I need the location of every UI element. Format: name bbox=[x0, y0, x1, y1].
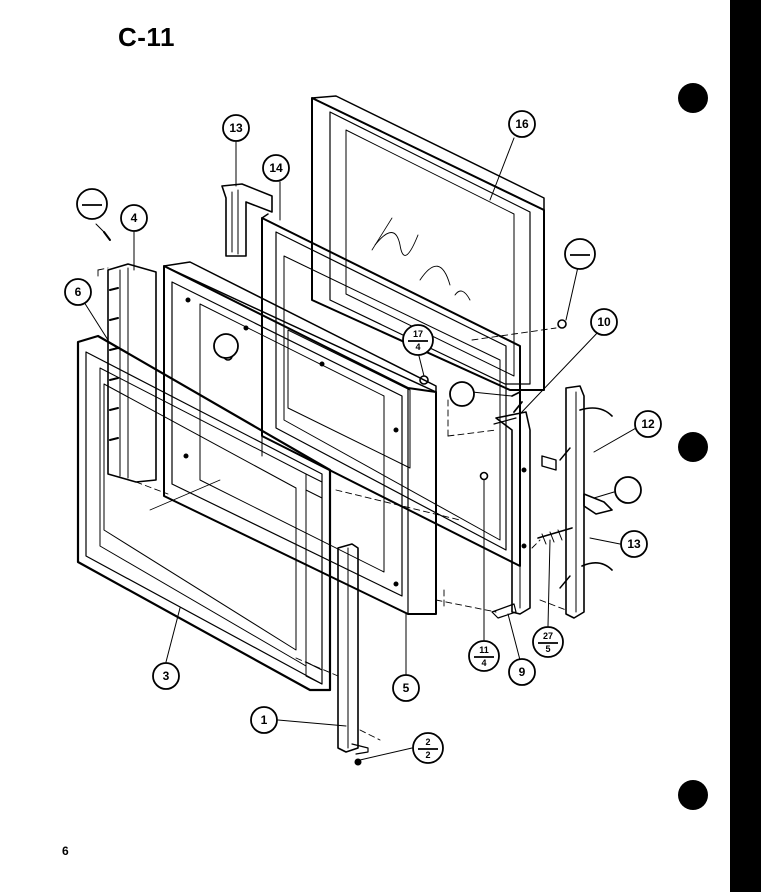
callout-26-a bbox=[213, 333, 239, 359]
part-24-pin bbox=[103, 231, 111, 241]
callout-4: 4 bbox=[120, 204, 148, 232]
callout-13: 13 bbox=[620, 530, 648, 558]
part-11-screw bbox=[479, 471, 489, 481]
page-title: C-11 bbox=[118, 22, 175, 52]
punch-hole-bottom bbox=[678, 780, 708, 810]
punch-hole-middle bbox=[678, 432, 708, 462]
part-27-screw bbox=[537, 527, 573, 545]
callout-9: 9 bbox=[508, 658, 536, 686]
svg-text:2: 2 bbox=[425, 737, 430, 747]
svg-text:17: 17 bbox=[413, 329, 423, 339]
svg-text:10: 10 bbox=[597, 315, 611, 329]
part-10-pin bbox=[513, 401, 523, 413]
callout-17-4 bbox=[564, 238, 596, 270]
part-21-glass-panel bbox=[311, 95, 545, 391]
part-15-bracket bbox=[221, 183, 273, 257]
callout-27-5: 275 bbox=[532, 626, 564, 658]
svg-text:5: 5 bbox=[545, 644, 550, 654]
svg-text:5: 5 bbox=[403, 681, 410, 695]
svg-text:9: 9 bbox=[519, 665, 526, 679]
part-3-front-door-frame bbox=[76, 334, 332, 692]
part-2-rivet bbox=[354, 758, 362, 766]
svg-text:1: 1 bbox=[261, 713, 268, 727]
svg-text:4: 4 bbox=[131, 211, 138, 225]
callout-3: 3 bbox=[152, 662, 180, 690]
callout-14: 12 bbox=[634, 410, 662, 438]
punch-hole-top bbox=[678, 83, 708, 113]
callout-10: 10 bbox=[590, 308, 618, 336]
callout-15: 13 bbox=[222, 114, 250, 142]
svg-text:12: 12 bbox=[641, 417, 655, 431]
part-4-hinge-strip bbox=[107, 263, 157, 483]
svg-text:2: 2 bbox=[425, 750, 430, 760]
callout-1: 1 bbox=[250, 706, 278, 734]
callout-24-5 bbox=[76, 188, 108, 220]
svg-text:13: 13 bbox=[627, 537, 641, 551]
svg-text:13: 13 bbox=[229, 121, 243, 135]
callout-21: 16 bbox=[508, 110, 536, 138]
part-26-screw-b bbox=[511, 391, 521, 397]
assembly-guide-lines bbox=[97, 267, 567, 741]
page-number: 6 bbox=[62, 844, 69, 858]
svg-text:27: 27 bbox=[543, 631, 553, 641]
svg-text:14: 14 bbox=[269, 161, 283, 175]
binding-edge-bar bbox=[730, 0, 761, 892]
callouts: 13 14 16 4 6 10 174 12 13 275 114 9 5 3 … bbox=[64, 110, 662, 764]
svg-text:6: 6 bbox=[75, 285, 82, 299]
part-5-door-chassis bbox=[163, 261, 437, 615]
callout-5: 5 bbox=[392, 674, 420, 702]
svg-text:4: 4 bbox=[481, 658, 486, 668]
callout-2-2: 22 bbox=[412, 732, 444, 764]
svg-text:3: 3 bbox=[163, 669, 170, 683]
svg-text:11: 11 bbox=[479, 645, 489, 655]
svg-text:4: 4 bbox=[415, 342, 420, 352]
callout-26-b bbox=[449, 381, 475, 407]
part-9-latch-body bbox=[491, 411, 531, 619]
part-14-latch-plate bbox=[559, 385, 613, 619]
callout-12 bbox=[614, 476, 642, 504]
part-1-choke-strip bbox=[337, 543, 369, 755]
callout-6: 6 bbox=[64, 278, 92, 306]
svg-text:16: 16 bbox=[515, 117, 529, 131]
callout-16: 14 bbox=[262, 154, 290, 182]
callout-23-4: 174 bbox=[402, 324, 434, 356]
part-12-latch-lever bbox=[541, 455, 613, 515]
part-17-screw bbox=[557, 319, 567, 329]
callout-11-4: 114 bbox=[468, 640, 500, 672]
